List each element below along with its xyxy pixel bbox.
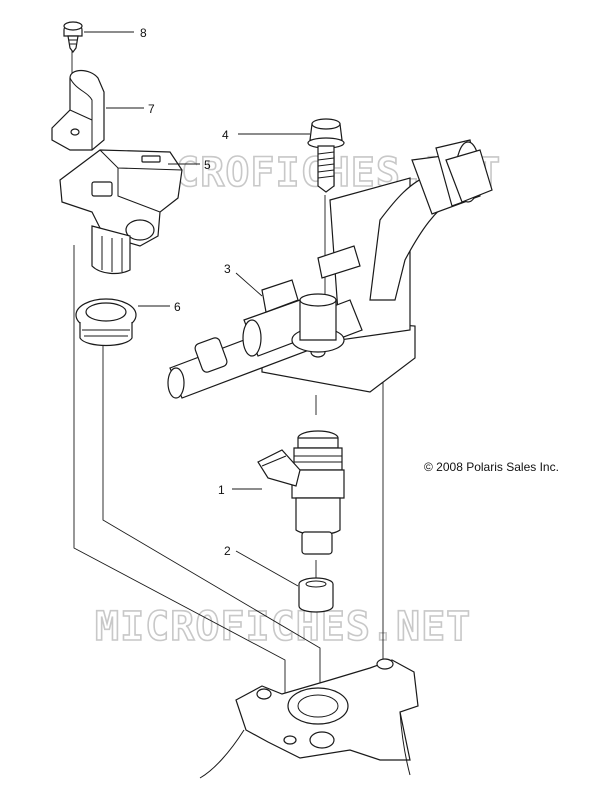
part-4-bolt bbox=[307, 118, 345, 193]
callout-1: 1 bbox=[218, 483, 262, 497]
callout-8: 8 bbox=[84, 26, 147, 40]
part-5-sensor bbox=[59, 149, 183, 275]
callout-label-7: 7 bbox=[148, 102, 155, 116]
part-1-injector bbox=[257, 430, 345, 555]
callout-label-4: 4 bbox=[222, 128, 229, 142]
callout-3: 3 bbox=[224, 262, 263, 297]
part-7-bracket bbox=[51, 69, 105, 151]
callout-7: 7 bbox=[106, 102, 155, 116]
watermark-bottom: MICROFICHES.NET bbox=[95, 604, 471, 650]
callout-label-3: 3 bbox=[224, 262, 231, 276]
callout-label-6: 6 bbox=[174, 300, 181, 314]
part-8-screw bbox=[63, 21, 83, 53]
callout-4: 4 bbox=[222, 128, 310, 142]
callout-label-2: 2 bbox=[224, 544, 231, 558]
callout-label-8: 8 bbox=[140, 26, 147, 40]
assembly-guide-lines bbox=[71, 35, 384, 705]
intake-housing bbox=[199, 658, 419, 779]
callout-label-5: 5 bbox=[204, 158, 211, 172]
part-2-sleeve bbox=[298, 577, 334, 613]
callout-5: 5 bbox=[168, 158, 211, 172]
callout-6: 6 bbox=[138, 300, 181, 314]
part-6-grommet bbox=[75, 298, 137, 347]
callout-label-1: 1 bbox=[218, 483, 225, 497]
copyright-notice: © 2008 Polaris Sales Inc. bbox=[424, 460, 559, 474]
part-3-fuel-rail bbox=[167, 139, 493, 399]
callout-2: 2 bbox=[224, 544, 299, 587]
